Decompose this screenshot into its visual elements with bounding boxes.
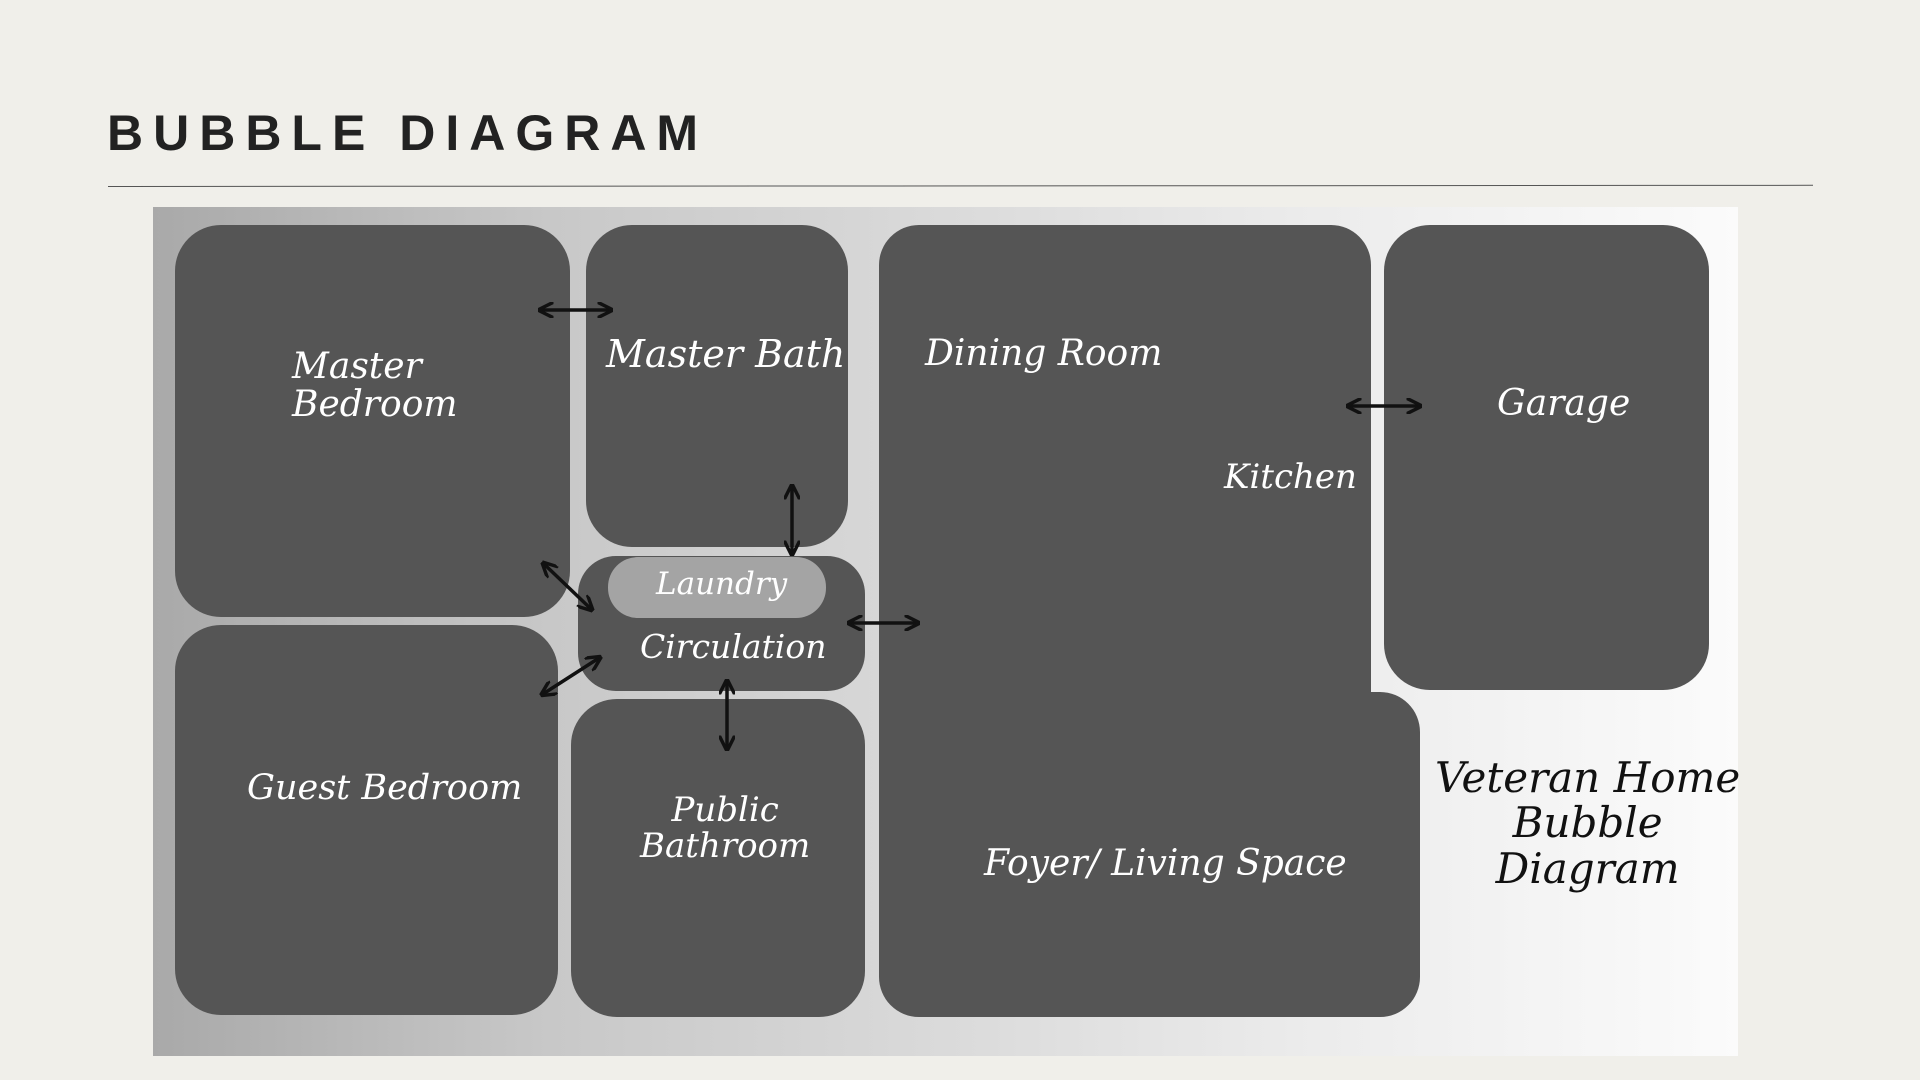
room-laundry [608,557,826,618]
label-public-bathroom: Public Bathroom [640,790,811,866]
label-master-bath: Master Bath [606,332,846,376]
label-guest-bedroom: Guest Bedroom [247,768,523,808]
room-master-bedroom [175,225,570,617]
diagram-caption: Veteran Home Bubble Diagram [1435,753,1741,893]
room-foyer-living-space [879,692,1420,1017]
label-foyer-living-space: Foyer/ Living Space [984,843,1347,884]
label-garage: Garage [1497,383,1631,424]
label-master-bedroom: Master Bedroom [292,346,458,425]
room-public-bathroom [571,699,865,1017]
label-circulation: Circulation [640,627,827,666]
label-laundry: Laundry [656,566,788,602]
room-guest-bedroom [175,625,558,1015]
room-dining-kitchen [879,225,1371,785]
title-divider [107,184,1813,187]
page-title: BUBBLE DIAGRAM [107,105,709,161]
label-kitchen: Kitchen [1224,457,1357,497]
label-dining-room: Dining Room [925,333,1163,374]
room-garage [1384,225,1709,690]
room-master-bath [586,225,848,547]
